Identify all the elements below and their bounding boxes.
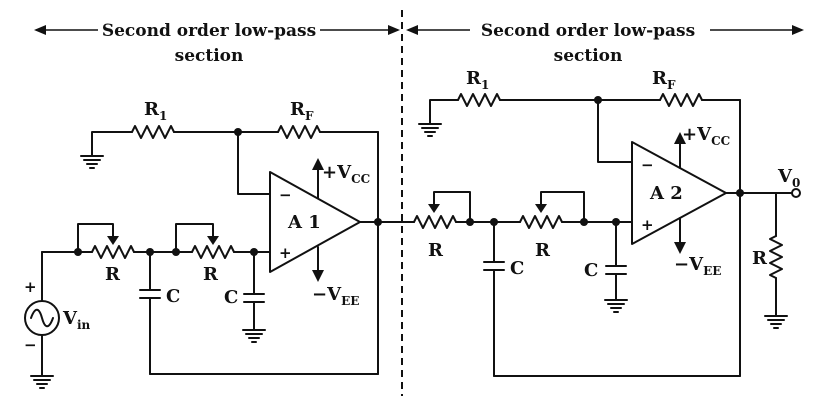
- stage2-resistor-r-b: [519, 215, 563, 229]
- stage2-opamp-plus: +: [641, 216, 654, 234]
- stage1-resistor-r1: [131, 125, 175, 139]
- source-plus-sign: +: [24, 278, 37, 296]
- left-header-line2: section: [175, 46, 244, 66]
- stage2-label-cap-b: C: [584, 260, 598, 281]
- stage2-label-r1: R1: [466, 68, 489, 92]
- stage1-resistor-r-b: [191, 245, 235, 259]
- stage2-label-cap-a: C: [510, 258, 524, 279]
- stage-2: R C R C R1 RF −: [413, 68, 801, 377]
- right-header-line1: Second order low-pass: [481, 21, 695, 41]
- input-source: + − Vin: [24, 251, 91, 389]
- right-section-header: Second order low-pass section: [406, 21, 804, 66]
- stage1-opamp-a1: [269, 171, 361, 273]
- stage1-label-r-a: R: [105, 264, 121, 285]
- stage1-resistor-rf: [277, 125, 321, 139]
- stage1-opamp-minus: −: [279, 186, 292, 204]
- vin-label: Vin: [62, 308, 91, 332]
- stage1-label-r-b: R: [203, 264, 219, 285]
- stage1-opamp-plus: +: [279, 244, 292, 262]
- stage2-resistor-r-a: [413, 215, 457, 229]
- stage1-label-cap-b: C: [224, 287, 238, 308]
- left-header-line1: Second order low-pass: [102, 21, 316, 41]
- load-label: R: [752, 248, 768, 269]
- stage2-opamp-label: A 2: [649, 183, 683, 204]
- stage-1: R C R C R1 RF: [74, 99, 382, 375]
- output-terminal: [791, 188, 801, 198]
- vout-label: V0: [777, 166, 800, 190]
- stage2-resistor-r1: [457, 93, 501, 107]
- stage1-vcc-label: +VCC: [322, 162, 370, 186]
- stage1-label-r1: R1: [144, 99, 167, 123]
- stage2-label-r-a: R: [428, 240, 444, 261]
- stage1-vee-label: −VEE: [312, 284, 359, 308]
- stage2-opamp-minus: −: [641, 156, 654, 174]
- stage2-resistor-rf: [659, 93, 703, 107]
- left-section-header: Second order low-pass section: [34, 21, 400, 66]
- stage1-label-rf: RF: [290, 99, 314, 123]
- stage2-vcc-label: +VCC: [682, 124, 730, 148]
- stage1-opamp-label: A 1: [287, 212, 321, 233]
- source-minus-sign: −: [24, 336, 37, 354]
- stage2-label-rf: RF: [652, 68, 676, 92]
- stage2-vee-label: −VEE: [674, 254, 721, 278]
- stage1-resistor-r-a: [91, 245, 135, 259]
- stage2-label-r-b: R: [535, 240, 551, 261]
- stage1-label-cap-a: C: [166, 286, 180, 307]
- load-resistor: [769, 235, 783, 279]
- right-header-line2: section: [554, 46, 623, 66]
